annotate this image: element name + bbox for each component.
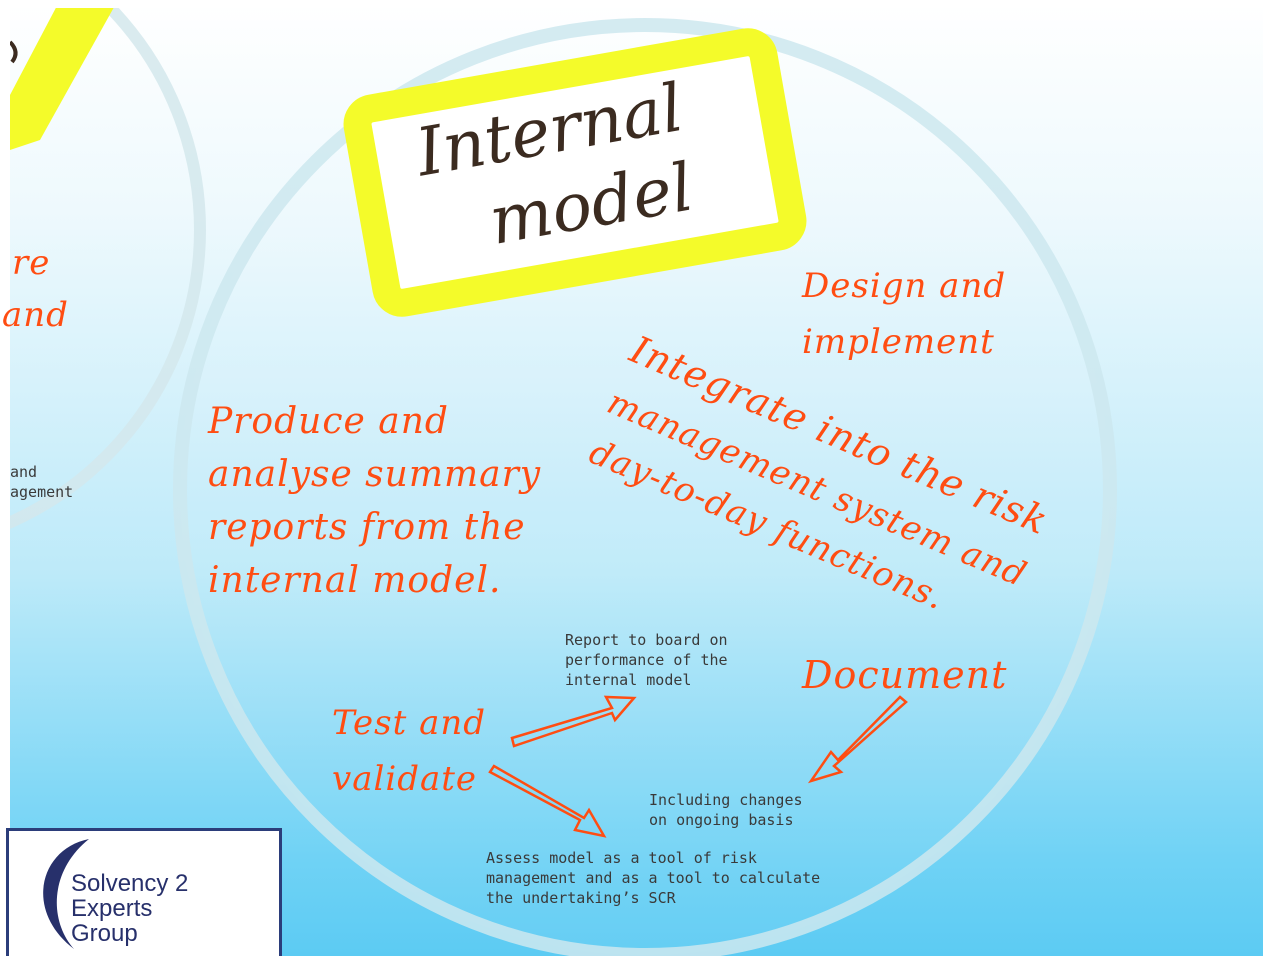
label-produce: Produce and analyse summary reports from… [208, 401, 542, 601]
left-circle [0, 0, 206, 534]
left-fragment-hand-2: and [2, 295, 69, 335]
solvency2-logo: Solvency 2 Experts Group [6, 828, 282, 956]
note-including-changes: Including changes on ongoing basis [649, 791, 803, 829]
left-fragment-hand-1: re [12, 243, 51, 283]
label-design: Design and implement [802, 266, 1007, 362]
label-test-validate: Test and validate [332, 703, 487, 799]
note-report-to-board: Report to board on performance of the in… [565, 631, 728, 689]
left-yellow-shape [10, 0, 118, 150]
top-edge-bar [0, 0, 1263, 8]
logo-line-1: Solvency 2 [71, 870, 189, 897]
left-fragment-mono-2: agement [10, 483, 74, 501]
label-document: Document [802, 653, 1008, 697]
logo-swoosh [43, 839, 89, 949]
left-fragment-mono-1: and [10, 463, 38, 481]
note-assess-model: Assess model as a tool of risk managemen… [486, 849, 821, 907]
left-yellow-hook [8, 40, 18, 64]
arrow-test-to-assess [488, 764, 607, 838]
logo-line-3: Group [71, 920, 138, 947]
left-edge-bar [0, 0, 10, 956]
arrow-document-to-including [807, 695, 908, 784]
arrow-test-to-report [510, 695, 637, 748]
logo-line-2: Experts [71, 895, 153, 922]
